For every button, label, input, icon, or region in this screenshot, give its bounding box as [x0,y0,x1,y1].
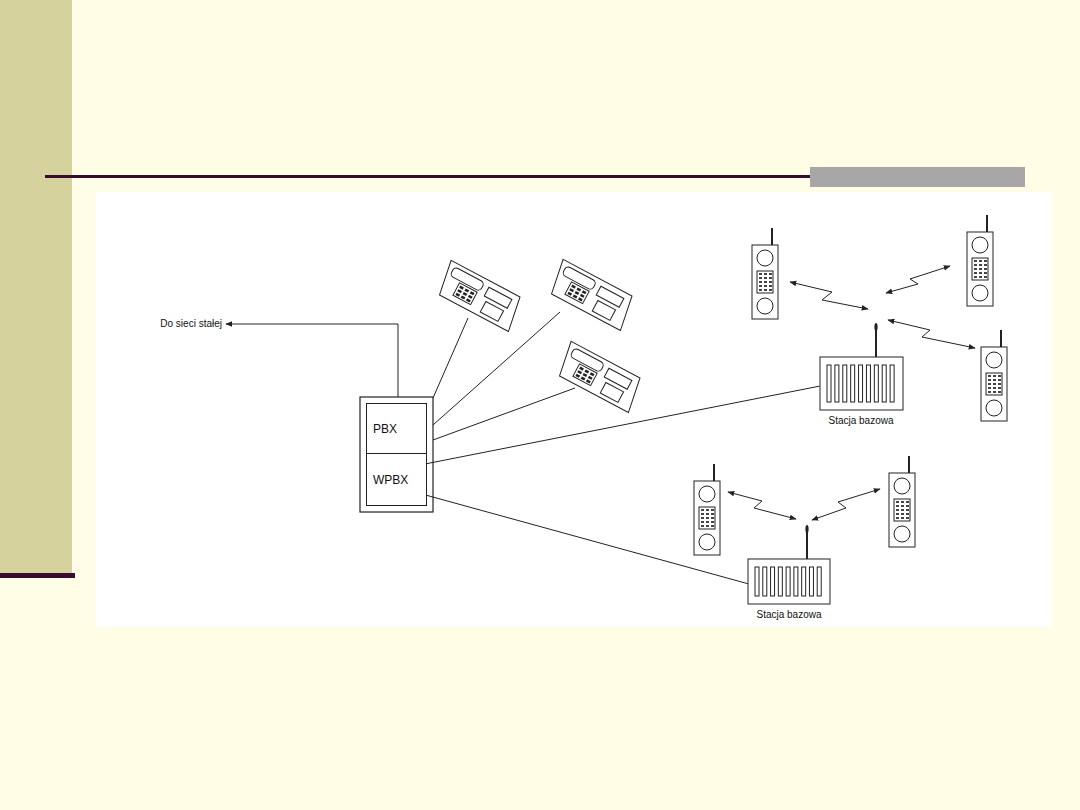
accent-bar [810,167,1025,187]
network-leader [226,324,398,397]
exchange-housing [360,397,433,512]
network-label: Do sieci stałej [160,318,222,329]
side-bar [0,0,72,578]
handsets [694,215,1007,555]
handset [981,330,1007,421]
base-station: Stacja bazowa [818,323,905,426]
wired-link [427,386,820,463]
phone-wires [433,312,575,440]
side-bar-rule [0,573,75,578]
desk-phone [434,260,525,331]
exchange-box: WPBX [366,453,427,506]
desk-phone [546,259,637,330]
exchange-box: PBX [366,403,427,454]
base-station-symbol [747,525,831,606]
base-station-symbol [819,323,904,412]
exchange-label: WPBX [373,473,408,487]
radio-links [728,266,975,520]
wired-link [427,495,748,583]
figure-ground [96,192,1052,627]
handset [694,464,720,555]
desk-phone [554,341,645,412]
handset [967,215,993,306]
base-station: Stacja bazowa [746,525,832,620]
station-label: Stacja bazowa [756,609,821,620]
handset [889,456,915,547]
handset [752,228,778,319]
station-label: Stacja bazowa [828,415,893,426]
exchange-label: PBX [373,422,397,436]
desk-phones [434,259,645,412]
